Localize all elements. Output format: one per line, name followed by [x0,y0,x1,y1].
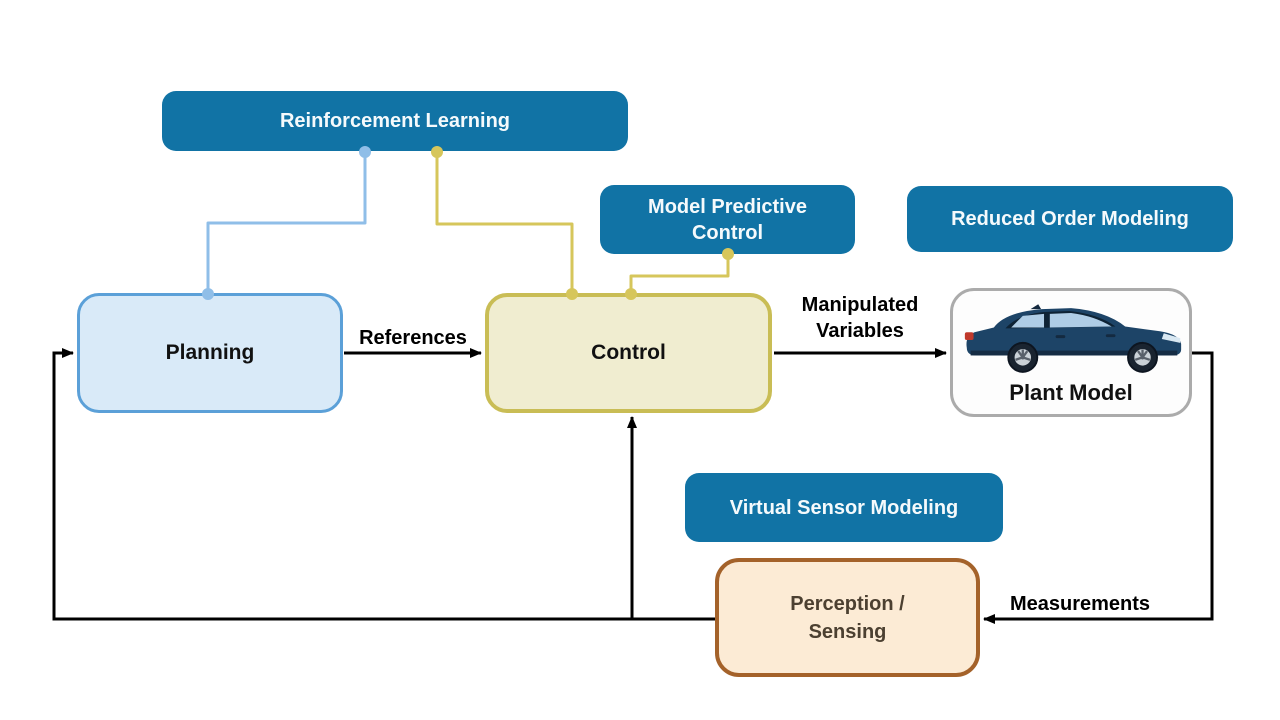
mpc-to-control-connector [629,251,730,294]
references-label: References [359,327,467,349]
reinforcement-learning-box: Reinforcement Learning [162,91,628,151]
measurements-label: Measurements [1009,593,1151,615]
reduced-order-modeling-box: Reduced Order Modeling [907,186,1233,252]
planning-label: Planning [165,341,255,364]
rl-to-control-connector [435,149,574,294]
virtual-sensor-modeling-box: Virtual Sensor Modeling [685,473,1003,542]
virtual-sensor-modeling-label: Virtual Sensor Modeling [729,496,959,519]
manipulated-variables-label: Manipulated Variables [801,294,919,342]
car-icon [964,304,1182,373]
model-predictive-control-label: Model Predictive Control [648,195,807,244]
control-box: Control [485,293,772,413]
plant-model-label: Plant Model [1009,380,1133,405]
plant-model-box: Plant Model [950,288,1192,417]
model-predictive-control-box: Model Predictive Control [600,185,855,254]
perception-sensing-box: Perception / Sensing [715,558,980,677]
reinforcement-learning-label: Reinforcement Learning [279,110,511,132]
planning-box: Planning [77,293,343,413]
rl-to-planning-connector [206,149,367,294]
control-label: Control [591,341,666,364]
perception-sensing-label: Perception / Sensing [790,592,905,643]
reduced-order-modeling-label: Reduced Order Modeling [951,208,1189,230]
